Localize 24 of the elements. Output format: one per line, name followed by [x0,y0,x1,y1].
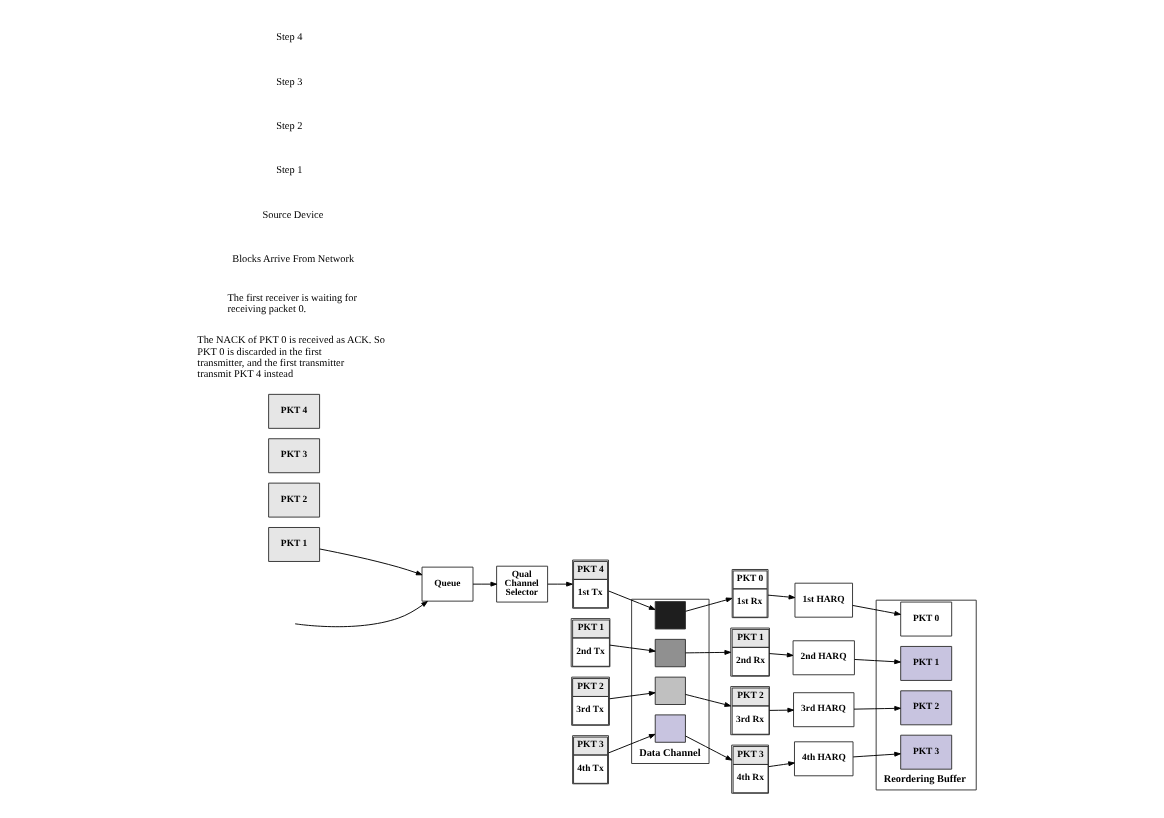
arrow [293,600,427,628]
node-box [653,601,685,630]
arrow [608,691,655,700]
arrow [684,735,732,761]
arrow [318,548,422,576]
arrow [853,659,900,665]
arrow [546,581,572,587]
arrow [607,733,655,754]
arrow [607,590,655,610]
arrow [851,751,900,758]
arrow [852,705,900,711]
arrow [768,652,793,658]
arrow [684,694,731,707]
node-box [653,676,685,705]
node-box [653,714,685,743]
arrow [768,707,793,713]
arrow [684,597,732,612]
arrow [608,644,655,653]
arrow [766,594,795,600]
arrow [684,649,731,655]
arrow [471,581,497,587]
node-box [653,638,685,668]
arrow [767,761,794,768]
arrow [851,604,900,616]
